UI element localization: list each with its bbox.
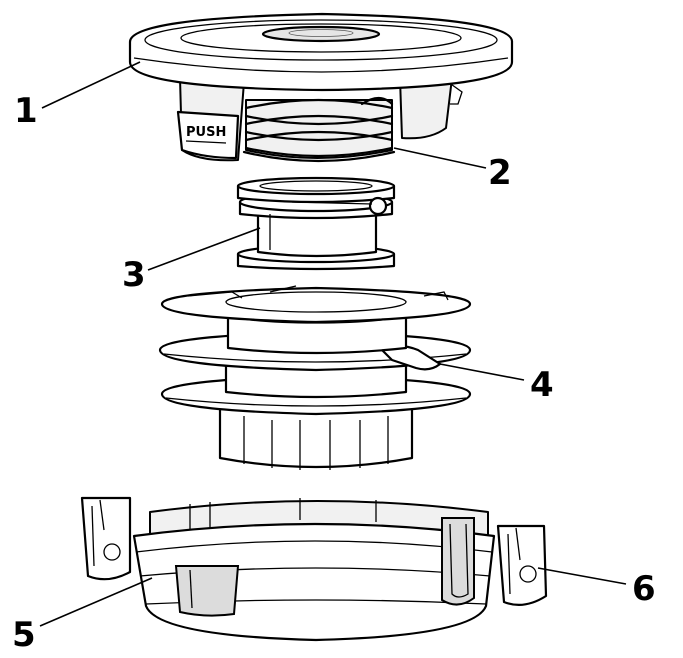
leader-line-3 xyxy=(147,227,261,271)
eyelet-clip-right xyxy=(496,524,548,607)
leader-line-2 xyxy=(393,147,487,169)
inner-spool xyxy=(236,176,396,271)
callout-3: 3 xyxy=(122,255,146,295)
callout-6: 6 xyxy=(632,569,656,609)
leader-lines xyxy=(39,61,627,627)
spring xyxy=(242,96,396,163)
leader-line-5 xyxy=(39,577,153,627)
callout-5: 5 xyxy=(12,615,36,655)
leader-line-4 xyxy=(439,363,525,381)
callout-4: 4 xyxy=(530,365,554,405)
spool-housing xyxy=(132,498,496,642)
eyelet-clip-left xyxy=(80,496,132,581)
leader-line-1 xyxy=(41,61,141,109)
callout-1: 1 xyxy=(14,91,38,131)
svg-text:PUSH: PUSH xyxy=(186,125,226,140)
line-spool xyxy=(158,285,472,470)
callout-2: 2 xyxy=(488,153,512,193)
leader-line-6 xyxy=(537,567,627,585)
spool-cap: PUSH xyxy=(128,12,514,162)
push-button: PUSH xyxy=(176,110,240,160)
